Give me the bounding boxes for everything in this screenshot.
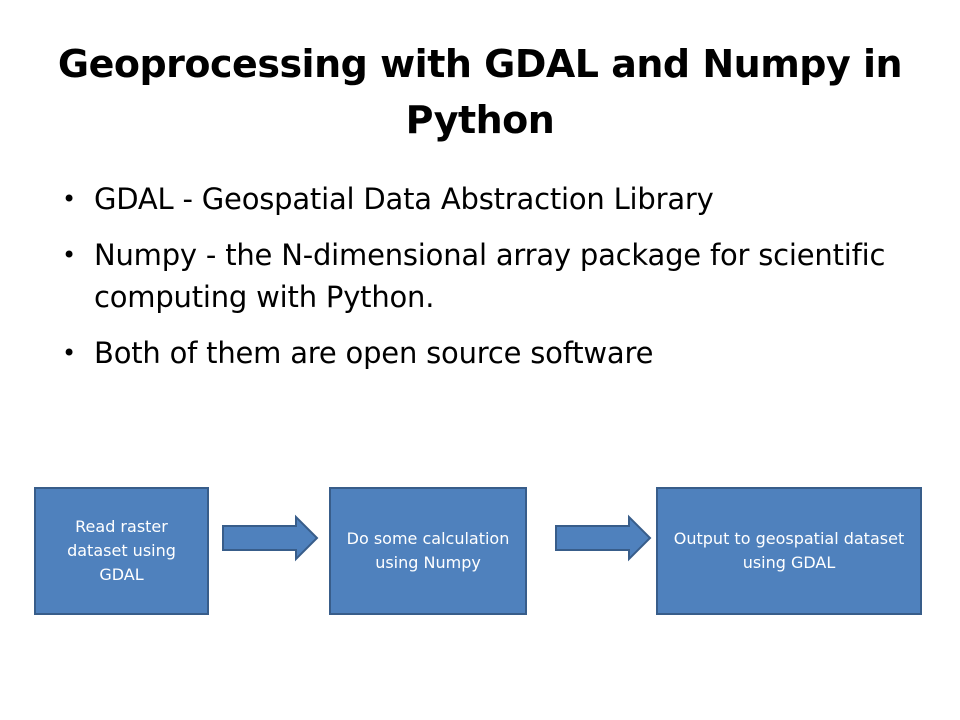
bullet-item: • Both of them are open source software	[62, 332, 902, 374]
right-arrow-icon	[222, 514, 319, 562]
flow-step-label: Do some calculation using Numpy	[346, 529, 510, 572]
right-arrow-icon	[555, 514, 652, 562]
bullet-list: • GDAL - Geospatial Data Abstraction Lib…	[62, 178, 902, 388]
bullet-dot-icon: •	[62, 185, 76, 213]
bullet-item: • Numpy - the N-dimensional array packag…	[62, 234, 902, 318]
slide-title: Geoprocessing with GDAL and Numpy in Pyt…	[57, 42, 903, 142]
flow-step-calculation: Do some calculation using Numpy	[329, 487, 527, 615]
bullet-text: Both of them are open source software	[94, 336, 654, 370]
bullet-text: GDAL - Geospatial Data Abstraction Libra…	[94, 182, 714, 216]
flow-step-label: Read raster dataset using GDAL	[67, 517, 176, 584]
bullet-dot-icon: •	[62, 339, 76, 367]
flow-step-output: Output to geospatial dataset using GDAL	[656, 487, 922, 615]
bullet-item: • GDAL - Geospatial Data Abstraction Lib…	[62, 178, 902, 220]
bullet-dot-icon: •	[62, 241, 76, 269]
flow-step-label: Output to geospatial dataset using GDAL	[673, 529, 905, 572]
flow-step-read-raster: Read raster dataset using GDAL	[34, 487, 209, 615]
bullet-text: Numpy - the N-dimensional array package …	[94, 238, 886, 314]
